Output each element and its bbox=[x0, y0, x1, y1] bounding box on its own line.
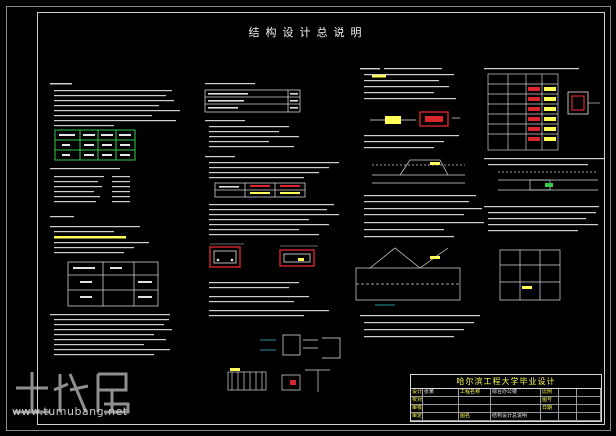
material-table bbox=[54, 129, 136, 161]
title-block-cell bbox=[459, 397, 491, 405]
title-block-cell bbox=[559, 397, 577, 405]
title-block-cell bbox=[423, 405, 459, 413]
rebar-spec-table bbox=[487, 73, 559, 151]
title-block-cell: 工程名称 bbox=[459, 389, 491, 397]
title-block-school: 哈尔滨工程大学毕业设计 bbox=[411, 375, 601, 389]
beam-elevation-detail bbox=[355, 247, 461, 306]
anchor-detail bbox=[370, 111, 460, 127]
title-block-cell bbox=[577, 389, 601, 397]
title-block-cell bbox=[423, 413, 459, 421]
slab-detail bbox=[372, 159, 465, 184]
title-block-cell: 结构设计总说明 bbox=[491, 413, 541, 421]
title-block-cell bbox=[559, 405, 577, 413]
title-block-cell bbox=[559, 413, 577, 421]
title-block-cell bbox=[459, 405, 491, 413]
sheet-title: 结构设计总说明 bbox=[248, 26, 368, 39]
tumubang-logo-icon bbox=[14, 372, 130, 414]
title-block-cell: 设计 bbox=[411, 389, 423, 397]
title-block-grid: 设计张某工程名称综合办公楼比例校对 图号审核 日期审定 图名结构设计总说明 bbox=[411, 389, 601, 421]
notes-column-2 bbox=[205, 83, 255, 85]
column-joint-detail bbox=[260, 334, 341, 359]
notes-column-1 bbox=[50, 83, 180, 127]
watermark-url: www.tumubang.net bbox=[12, 405, 128, 418]
title-block-cell bbox=[541, 413, 559, 421]
column-section-detail bbox=[567, 91, 600, 115]
notes-column-4 bbox=[484, 68, 579, 70]
sheet-inner-border bbox=[37, 12, 605, 425]
title-block-cell bbox=[577, 413, 601, 421]
title-block-cell bbox=[491, 397, 541, 405]
cover-table bbox=[204, 89, 301, 113]
title-block: 哈尔滨工程大学毕业设计 设计张某工程名称综合办公楼比例校对 图号审核 日期审定 图名结… bbox=[410, 374, 602, 422]
stair-detail bbox=[227, 368, 267, 391]
title-block-cell bbox=[577, 405, 601, 413]
wall-tie-detail bbox=[281, 369, 330, 392]
title-block-cell bbox=[577, 397, 601, 405]
title-block-cell bbox=[491, 405, 541, 413]
title-block-cell: 审定 bbox=[411, 413, 423, 421]
highlight-note bbox=[54, 236, 126, 239]
title-block-cell: 张某 bbox=[423, 389, 459, 397]
title-block-cell: 校对 bbox=[411, 397, 423, 405]
title-block-cell: 图名 bbox=[459, 413, 491, 421]
beam-section-detail-1 bbox=[209, 243, 244, 268]
reinforcement-table bbox=[67, 261, 159, 307]
notes-column-3 bbox=[360, 68, 456, 100]
sheet-outer-border bbox=[6, 6, 611, 431]
frame-elevation-detail bbox=[499, 249, 561, 301]
title-block-cell: 审核 bbox=[411, 405, 423, 413]
title-block-cell: 综合办公楼 bbox=[491, 389, 541, 397]
lap-length-table bbox=[214, 182, 306, 198]
title-block-cell: 比例 bbox=[541, 389, 559, 397]
beam-section-detail-2 bbox=[279, 245, 318, 267]
title-block-cell: 日期 bbox=[541, 405, 559, 413]
title-block-cell bbox=[423, 397, 459, 405]
lintel-detail bbox=[498, 171, 598, 191]
title-block-cell bbox=[559, 389, 577, 397]
title-block-cell: 图号 bbox=[541, 397, 559, 405]
